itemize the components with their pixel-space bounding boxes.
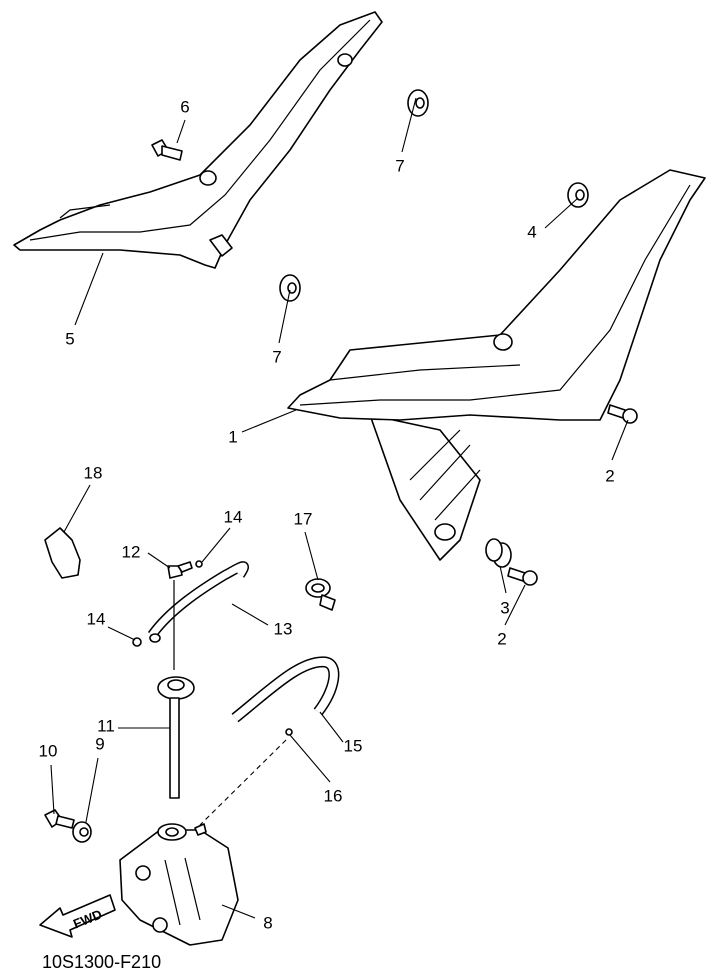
callout-3: 3 <box>500 598 509 617</box>
diagram-code: 10S1300-F210 <box>42 952 161 972</box>
callout-4: 4 <box>527 222 536 241</box>
part-3-collar[interactable] <box>485 538 512 568</box>
part-16-clip[interactable] <box>285 728 293 736</box>
callout-11: 11 <box>97 716 115 735</box>
part-1-right-side-cover[interactable] <box>287 169 706 561</box>
callout-9: 9 <box>95 734 104 753</box>
callout-13: 13 <box>274 619 293 638</box>
callout-16: 16 <box>324 786 343 805</box>
part-18-bracket[interactable] <box>44 527 81 579</box>
part-15-hose[interactable] <box>231 656 340 723</box>
callout-17: 17 <box>294 509 313 528</box>
part-7-grommet-lower[interactable] <box>279 274 301 302</box>
part-14-clip-upper[interactable] <box>195 560 203 568</box>
callout-18: 18 <box>84 463 103 482</box>
part-17-clamp[interactable] <box>305 578 336 611</box>
part-13-hose[interactable] <box>147 561 249 643</box>
callout-5: 5 <box>65 329 74 348</box>
part-12-joint[interactable] <box>167 561 193 579</box>
part-6-bolt[interactable] <box>151 139 183 161</box>
leader-lines <box>50 97 629 919</box>
part-5-left-side-cover[interactable] <box>13 11 383 269</box>
part-10-bolt[interactable] <box>44 809 75 829</box>
part-4-grommet[interactable] <box>567 182 589 208</box>
callout-8: 8 <box>263 913 272 932</box>
part-11-breather-pipe[interactable] <box>157 580 195 799</box>
callout-10: 10 <box>39 741 58 760</box>
part-7-grommet-upper[interactable] <box>407 89 429 117</box>
part-8-breather-tank[interactable] <box>119 823 239 946</box>
callout-6: 6 <box>180 97 189 116</box>
fwd-arrow-icon: FWD <box>39 894 116 938</box>
callout-7: 7 <box>272 347 281 366</box>
callout-14: 14 <box>87 609 106 628</box>
part-2-screw-upper[interactable] <box>607 404 638 424</box>
callout-7: 7 <box>395 156 404 175</box>
callout-15: 15 <box>344 736 363 755</box>
callout-1: 1 <box>228 427 237 446</box>
assembly-dash-line <box>199 739 287 826</box>
callout-12: 12 <box>122 542 141 561</box>
part-2-screw-lower[interactable] <box>507 567 538 586</box>
callout-2: 2 <box>605 466 614 485</box>
callout-2: 2 <box>497 629 506 648</box>
part-9-grommet[interactable] <box>72 821 92 843</box>
callout-14: 14 <box>224 507 243 526</box>
